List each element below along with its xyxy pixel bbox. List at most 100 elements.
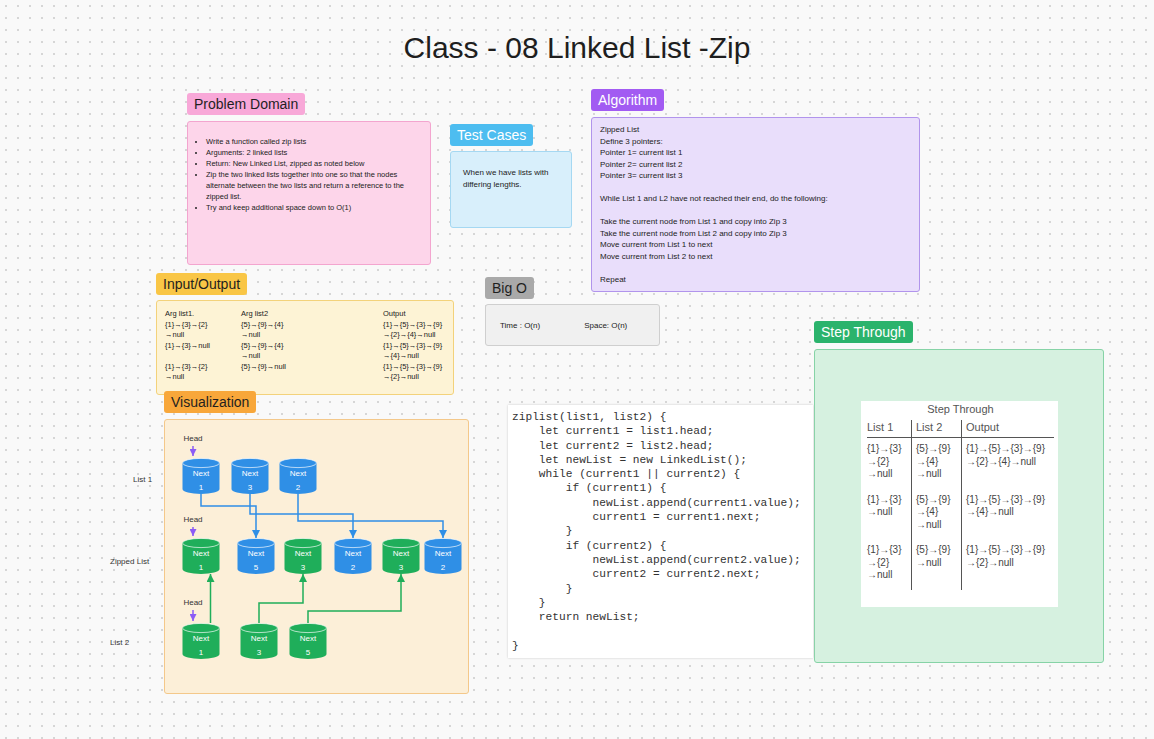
algorithm-step: Zipped List (600, 124, 911, 136)
label-anchor: Head (181, 434, 205, 444)
code-line: newList.append(current2.value); (512, 553, 807, 567)
table-cell: {1}→{3}→null (867, 489, 911, 540)
step-through-panel: Step ThroughStep ThroughList 1List 2Outp… (814, 321, 913, 343)
bullet-text: Zip the two linked lists together into o… (206, 169, 420, 202)
zip-arrow (210, 574, 212, 623)
code-line: while (current1 || current2) { (512, 467, 807, 481)
list-node-cylinder: Next 3 (382, 538, 420, 574)
code-line: } (512, 639, 807, 653)
table-cell: {1}→{5}→{3}→{9}→{4}→null (383, 341, 447, 362)
bullet-text: Return: New Linked List, zipped as noted… (206, 158, 420, 169)
algorithm-step: Pointer 1= current list 1 (600, 147, 911, 159)
node-field: 5 (254, 563, 258, 573)
algorithm-step: Define 3 pointers: (600, 136, 911, 148)
node-field: 2 (441, 563, 445, 573)
panel-body: Time : O(n) Space: O(n) (485, 304, 660, 346)
cylinder-top (238, 538, 275, 547)
table-cell: {5}→{9}→null (911, 539, 961, 590)
visualization-panel: VisualizationNext1Next3Next2Next1Next5Ne… (164, 391, 256, 413)
list-node-cylinder: Next2 (334, 538, 372, 574)
cylinder-top (183, 538, 220, 547)
node-field: 3 (248, 483, 252, 493)
node-field: 5 (306, 648, 310, 658)
table-cell: {1}→{3}→{2}→null (867, 539, 911, 590)
node-field: 2 (296, 483, 300, 493)
table-cell: Arg list1. (165, 309, 217, 320)
table-cell: Arg list2 (241, 309, 297, 320)
table-cell: Output (383, 309, 447, 320)
list-node-cylinder: Next 2 (279, 458, 317, 494)
complexity-text: Time : O(n) (500, 321, 540, 337)
code-line: } (512, 582, 807, 596)
algorithm-step: While List 1 and L2 have not reached the… (600, 193, 911, 205)
node-field: Next (435, 549, 451, 559)
table-cell: {5}→{9}→{4}→null (241, 320, 297, 341)
head-label: Head (181, 515, 205, 525)
section-heading: Input/Output (156, 273, 247, 295)
code-line: let current1 = list1.head; (512, 424, 807, 438)
table-cell: {1}→{3}→{2}→null (165, 320, 217, 341)
table-heading: Step Through (867, 402, 1054, 420)
node-field: 3 (399, 563, 403, 573)
list-node-cylinder: Next5 (289, 623, 327, 659)
table-cell: {5}→{9}→{4}→null (241, 341, 297, 362)
panel-body: Next1Next3Next2Next1Next5Next3Next2Next3… (164, 419, 469, 694)
table-cell: {5}→{9}→{4}→null (911, 438, 961, 489)
panel-body: Write a function called zip listsArgumen… (187, 121, 431, 265)
head-label: Head (181, 598, 205, 608)
label-anchor: Head (181, 598, 205, 608)
list-node-cylinder: Next 1 (182, 458, 220, 494)
table-cell: {1}→{3}→{2}→null (867, 438, 911, 489)
list-name: List 1 (133, 475, 152, 485)
table-cell: {1}→{5}→{3}→{9}→{2}→{4}→null (383, 320, 447, 341)
node-field: 1 (199, 648, 203, 658)
table-cell: {1}→{3}→null (165, 341, 217, 352)
section-heading: Big O (485, 277, 534, 299)
node-field: Next (393, 549, 409, 559)
node-field: 3 (257, 648, 261, 658)
node-field: Next (242, 469, 258, 479)
code-line: current2 = current2.next; (512, 567, 807, 581)
node-field: 1 (199, 563, 203, 573)
code-line: return newList; (512, 610, 807, 624)
code-line: let current2 = list2.head; (512, 439, 807, 453)
problem-domain-panel: Problem DomainWrite a function called zi… (187, 93, 305, 115)
label-anchor: Zipped List (110, 557, 149, 567)
section-heading: Algorithm (591, 89, 664, 111)
table-cell: List 1 (867, 420, 911, 438)
cylinder-top (290, 623, 327, 632)
node-field: Next (193, 549, 209, 559)
cylinder-top (183, 623, 220, 632)
node-field: Next (193, 469, 209, 479)
cylinder-top (335, 538, 372, 547)
table-cell: Output (961, 420, 1054, 438)
node-field: Next (193, 634, 209, 644)
code-line: if (current1) { (512, 481, 807, 495)
cylinder-top (285, 538, 322, 547)
node-field: Next (251, 634, 267, 644)
code-line: ziplist(list1, list2) { (512, 410, 807, 424)
table-grid: Arg list1. Arg list2 Output {1}→{3}→{2}→nul… (165, 309, 447, 383)
code-line: } (512, 524, 807, 538)
panel-body: Zipped ListDefine 3 pointers:Pointer 1= … (591, 117, 920, 292)
note-text: When we have lists with differing length… (463, 167, 563, 191)
algorithm-step: Pointer 3= current list 3 (600, 170, 911, 182)
node-field: Next (295, 549, 311, 559)
bullet-text: Arguments: 2 linked lists (206, 147, 420, 158)
list-name: Zipped List (110, 557, 149, 567)
list-node-cylinder: Next 2 (424, 538, 462, 574)
list-node-cylinder: Next 3 (240, 623, 278, 659)
head-pointer (192, 610, 194, 621)
head-pointer (192, 527, 194, 536)
algorithm-step: Repeat (600, 274, 911, 286)
node-field: Next (290, 469, 306, 479)
code-block: ziplist(list1, list2) { let current1 = l… (508, 405, 813, 658)
panel-body: Arg list1. Arg list2 Output {1}→{3}→{2}→nul… (156, 300, 454, 395)
algorithm-step: Pointer 2= current list 2 (600, 159, 911, 171)
complexity-text: Space: O(n) (584, 321, 627, 337)
big-o-panel: Big OTime : O(n)Space: O(n) (485, 277, 534, 299)
cylinder-top (183, 458, 220, 467)
label-anchor: List 2 (110, 638, 129, 648)
node-field: 1 (199, 483, 203, 493)
algorithm-step: Take the current node from List 2 and co… (600, 228, 911, 240)
